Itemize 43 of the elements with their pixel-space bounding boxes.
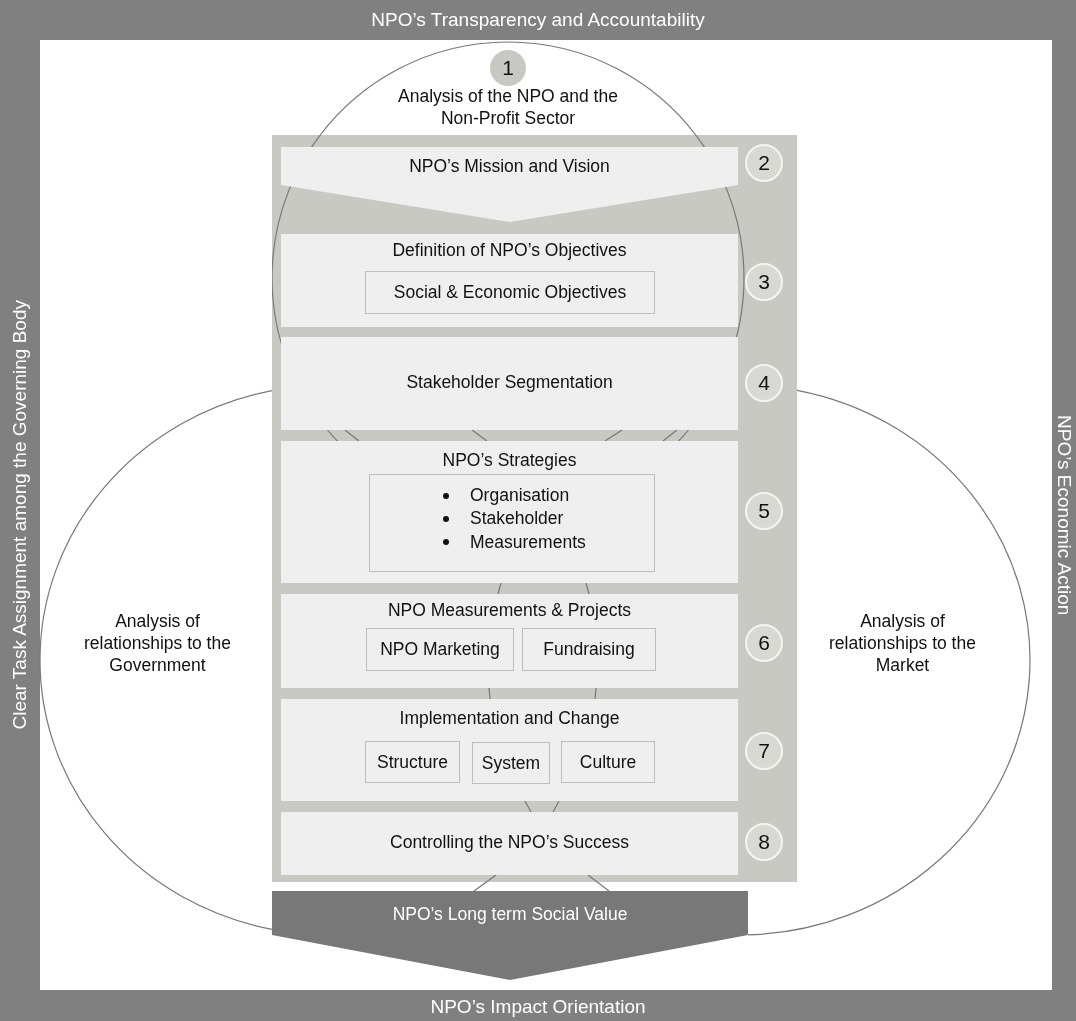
frame-band — [0, 990, 1076, 1021]
sub-box-label: Structure — [377, 751, 448, 773]
step-box — [281, 812, 738, 875]
sub-box — [472, 742, 550, 784]
circle-label: Analysis of relationships to the Government — [83, 611, 232, 677]
step-box — [281, 699, 738, 801]
list-item: Organisation — [470, 484, 570, 507]
step-title: NPO’s Strategies — [442, 450, 577, 472]
sub-box-label: Fundraising — [543, 639, 635, 660]
frame-label: NPO’s Transparency and Accountability — [371, 8, 705, 32]
frame-band — [0, 0, 1076, 40]
list-item: Stakeholder — [470, 507, 564, 531]
sub-box — [365, 741, 460, 783]
step-title: Definition of NPO’s Objectives — [392, 240, 627, 262]
step-title: NPO Measurements & Projects — [387, 600, 632, 622]
sub-box — [561, 741, 655, 783]
sub-box-label: Culture — [579, 751, 637, 773]
sub-box-label: System — [481, 752, 541, 774]
step-title: Stakeholder Segmentation — [406, 372, 613, 394]
step-number: 4 — [745, 364, 783, 402]
chevron-label: NPO’s Long term Social Value — [392, 904, 628, 926]
step-box — [281, 337, 738, 430]
list-item: Measurements — [470, 530, 586, 554]
step-number: 1 — [490, 50, 526, 86]
list-box — [369, 474, 655, 572]
step-box — [281, 234, 738, 327]
frame-label: NPO’s Impact Orientation — [430, 995, 646, 1019]
circle-label: Analysis of relationships to the Market — [828, 611, 977, 677]
step-box — [281, 441, 738, 583]
sub-box-label: Social & Economic Objectives — [393, 282, 627, 303]
chevron-label: NPO’s Mission and Vision — [409, 156, 610, 178]
sub-box-label: NPO Marketing — [380, 639, 500, 660]
step-title: Implementation and Change — [399, 708, 620, 730]
circle-label: Analysis of the NPO and the Non-Profit Sector — [397, 86, 619, 130]
step-box — [281, 594, 738, 688]
frame-label: Clear Task Assignment among the Governing Body — [9, 300, 31, 730]
frame-label: NPO’s Economic Action — [1053, 414, 1075, 616]
step-number: 3 — [745, 263, 783, 301]
sub-box — [366, 628, 514, 671]
sub-box — [365, 271, 655, 314]
step-number: 2 — [745, 144, 783, 182]
sub-box — [522, 628, 656, 671]
step-title: Controlling the NPO’s Success — [390, 832, 629, 854]
